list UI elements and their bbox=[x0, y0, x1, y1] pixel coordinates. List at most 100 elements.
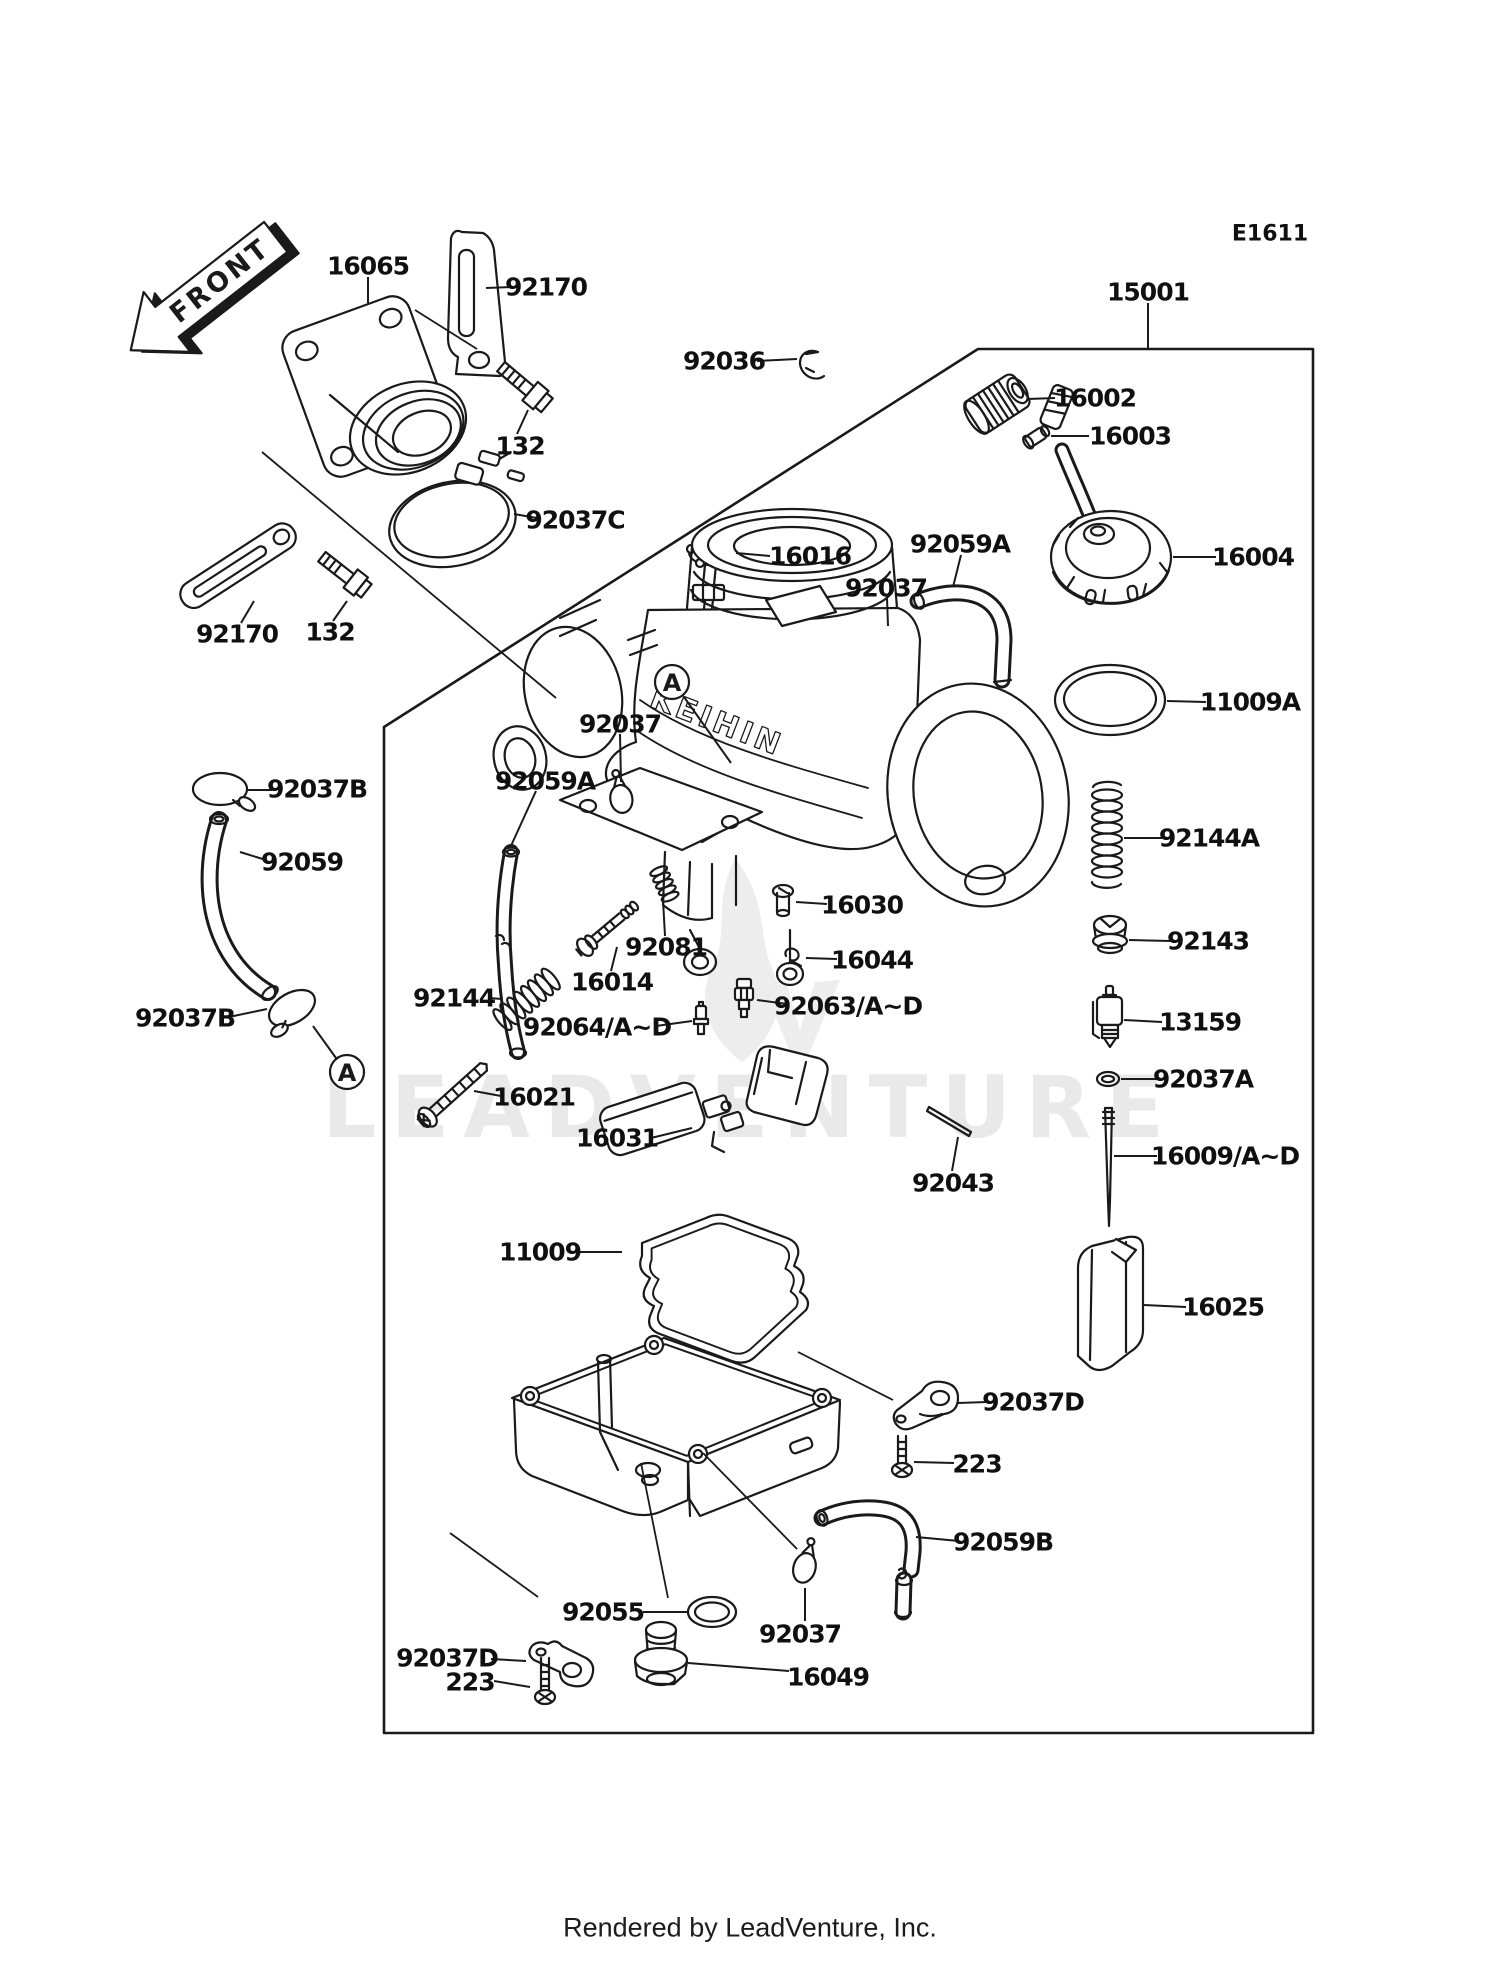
part-label-92055: 92055 bbox=[562, 1597, 645, 1627]
ref-circle-A-carb: A bbox=[653, 663, 691, 701]
part-label-92059B: 92059B bbox=[952, 1527, 1054, 1557]
leader-line bbox=[756, 358, 798, 362]
part-art-16049-drain-plug bbox=[633, 1620, 689, 1687]
part-art-16031-float bbox=[599, 1045, 829, 1157]
part-art-16004-cap bbox=[1039, 384, 1173, 606]
part-art-92037D-left-bracket bbox=[528, 1640, 595, 1688]
part-art-16003-nipple bbox=[1022, 425, 1051, 450]
leader-line bbox=[619, 733, 622, 783]
part-label-16031: 16031 bbox=[576, 1123, 659, 1153]
leader-line bbox=[795, 901, 828, 905]
explosion-axis-line bbox=[797, 1351, 894, 1401]
leader-line bbox=[662, 899, 666, 937]
part-art-16044-clip bbox=[784, 947, 803, 968]
part-art-16030-plug bbox=[771, 883, 795, 918]
leader-line bbox=[240, 600, 255, 624]
part-label-16003: 16003 bbox=[1089, 421, 1172, 451]
part-label-15001: 15001 bbox=[1107, 277, 1190, 307]
leader-line bbox=[683, 696, 732, 764]
part-label-11009A: 11009A bbox=[1199, 687, 1301, 717]
part-label-92059A-right: 92059A bbox=[909, 529, 1011, 559]
part-label-16004: 16004 bbox=[1212, 542, 1295, 572]
leader-line bbox=[1027, 397, 1056, 400]
leader-line bbox=[655, 1020, 693, 1027]
watermark-text: LEADVENTURE bbox=[322, 1058, 1178, 1158]
part-label-92170-bottom: 92170 bbox=[196, 619, 279, 649]
part-label-92036: 92036 bbox=[683, 346, 766, 376]
part-art-92043-pin bbox=[925, 1105, 973, 1138]
part-label-92059: 92059 bbox=[261, 847, 344, 877]
part-label-16002: 16002 bbox=[1054, 383, 1137, 413]
explosion-axis-line bbox=[702, 1452, 798, 1550]
part-art-92170-top-bracket bbox=[446, 229, 507, 378]
part-label-92037A: 92037A bbox=[1152, 1064, 1254, 1094]
part-art-92037B-bottom-clamp bbox=[267, 988, 317, 1038]
part-art-92037B-top-clamp bbox=[191, 771, 257, 812]
part-art-92081-spring bbox=[649, 865, 680, 903]
front-arrow-icon: FRONT bbox=[129, 220, 300, 355]
leader-line bbox=[1166, 700, 1207, 703]
part-art-92144-spring bbox=[492, 967, 561, 1032]
part-label-92170-top: 92170 bbox=[505, 272, 588, 302]
footer-credit: Rendered by LeadVenture, Inc. bbox=[563, 1912, 937, 1943]
leader-line bbox=[513, 513, 538, 519]
part-art-92037A-ring bbox=[1095, 1070, 1121, 1088]
part-art-16021-screw bbox=[416, 1062, 488, 1129]
assembly-group-box bbox=[382, 347, 1315, 1735]
explosion-axis-line bbox=[261, 451, 557, 699]
part-label-16065: 16065 bbox=[327, 251, 410, 281]
part-art-92144A-spring bbox=[1090, 780, 1124, 889]
leader-line bbox=[735, 552, 771, 557]
part-label-92037D-right: 92037D bbox=[982, 1387, 1085, 1417]
part-label-16025: 16025 bbox=[1182, 1292, 1265, 1322]
leader-line bbox=[687, 1662, 790, 1672]
leader-line bbox=[915, 1536, 960, 1542]
part-art-92037D-right-bracket bbox=[892, 1380, 960, 1431]
part-art-92063-jet bbox=[733, 977, 755, 1019]
leader-line bbox=[610, 946, 618, 972]
part-art-92037C-clamp bbox=[388, 449, 525, 569]
leader-line bbox=[332, 600, 348, 622]
leader-line bbox=[239, 851, 267, 861]
part-art-11009A-oring bbox=[1053, 663, 1167, 737]
part-label-92064: 92064/A~D bbox=[522, 1012, 672, 1042]
leader-line bbox=[473, 1090, 502, 1097]
part-art-92170-bottom-bracket bbox=[179, 522, 297, 610]
part-label-92037-bottom: 92037 bbox=[759, 1619, 842, 1649]
part-label-16014: 16014 bbox=[571, 967, 654, 997]
leader-line bbox=[756, 999, 788, 1005]
leader-line bbox=[312, 1025, 337, 1059]
part-art-16014-air-screw bbox=[575, 900, 640, 957]
leader-line bbox=[805, 957, 838, 960]
part-label-92144A: 92144A bbox=[1158, 823, 1260, 853]
part-art-92037-bottom-clamp bbox=[791, 1537, 817, 1584]
part-label-92037B-top: 92037B bbox=[266, 774, 368, 804]
part-label-223-left: 223 bbox=[445, 1667, 495, 1697]
part-art-92059-hose bbox=[200, 811, 279, 1001]
leader-line bbox=[957, 1401, 988, 1404]
part-label-16030: 16030 bbox=[821, 890, 904, 920]
leader-line bbox=[886, 597, 889, 627]
leader-line bbox=[951, 1136, 959, 1172]
part-label-diagram-code: E1611 bbox=[1231, 221, 1309, 247]
part-art-92037-left-clamp bbox=[609, 768, 634, 814]
leader-line bbox=[509, 790, 537, 849]
svg-text:A: A bbox=[338, 1059, 357, 1087]
part-label-132-top: 132 bbox=[495, 431, 545, 461]
explosion-axis-line bbox=[414, 309, 478, 350]
leader-line bbox=[516, 409, 529, 435]
part-label-92043: 92043 bbox=[912, 1168, 995, 1198]
part-label-92037-right: 92037 bbox=[845, 573, 928, 603]
part-label-92037-left: 92037 bbox=[579, 709, 662, 739]
part-label-16044: 16044 bbox=[831, 945, 914, 975]
leader-line bbox=[1123, 1019, 1163, 1023]
leader-line bbox=[490, 1658, 527, 1662]
leader-line bbox=[493, 1680, 531, 1688]
explosion-axis-line bbox=[449, 1532, 539, 1598]
part-art-16065-flange bbox=[281, 295, 468, 478]
leader-line bbox=[913, 1461, 955, 1464]
part-label-92037B-bottom: 92037B bbox=[134, 1003, 236, 1033]
part-art-92059A-right-hose bbox=[909, 584, 1013, 689]
